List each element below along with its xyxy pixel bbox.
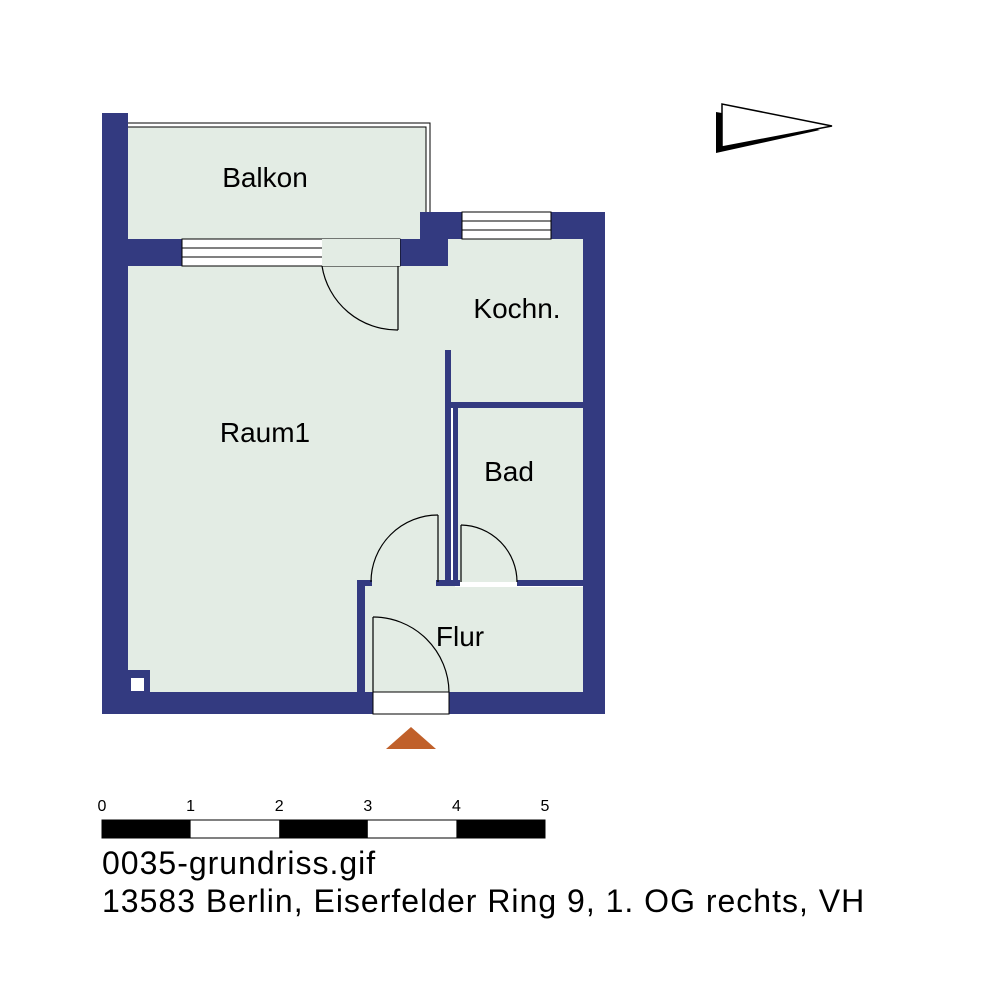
door-raum1 [370,514,439,583]
caption-address: 13583 Berlin, Eiserfelder Ring 9, 1. OG … [102,883,866,919]
scale-tick-5: 5 [541,798,550,815]
scale-tick-4: 4 [452,798,461,815]
scale-tick-0: 0 [98,798,107,815]
floor-kochn [448,239,583,403]
window-kochn [461,211,552,240]
wall-flur-left [357,580,365,693]
wall-bad-flur [517,580,584,586]
north-arrow-icon [716,103,833,153]
wall-bottom-right [449,692,605,714]
wall-partition-bad-left [453,403,458,585]
label-kochn: Kochn. [473,293,560,324]
label-balkon: Balkon [222,162,308,193]
wall-left [102,113,128,714]
wall-raum1-top-left [128,239,182,266]
shaft [128,670,150,692]
floor-areas [128,127,583,692]
balcony-railing [128,122,431,212]
scale-tick-3: 3 [363,798,372,815]
door-entrance [372,616,450,715]
floor-corridor-left [365,582,455,592]
wall-kochn-bad [451,402,584,408]
label-flur: Flur [436,621,484,652]
floor-flur [365,587,583,692]
label-bad: Bad [484,456,534,487]
wall-partition-raum1 [445,350,451,585]
door-balkon [321,239,400,331]
door-bad [460,524,518,583]
wall-bottom-left [102,692,373,714]
floor-bad [458,408,583,582]
scale-bar: 0 1 2 3 4 5 [98,798,550,839]
wall-flur-top-mid [436,580,460,586]
entrance-arrow-icon [386,727,436,749]
scale-tick-1: 1 [186,798,195,815]
doors [321,239,518,715]
wall-right [583,212,605,714]
wall-flur-top-left [357,580,372,586]
caption-filename: 0035-grundriss.gif [102,845,377,881]
wall-top-kochn-right [551,212,605,239]
wall-corner-block [400,239,448,266]
label-raum1: Raum1 [220,417,310,448]
floor-balkon [128,127,426,239]
walls [102,113,605,714]
scale-tick-2: 2 [275,798,284,815]
wall-corner-notch [420,224,448,239]
